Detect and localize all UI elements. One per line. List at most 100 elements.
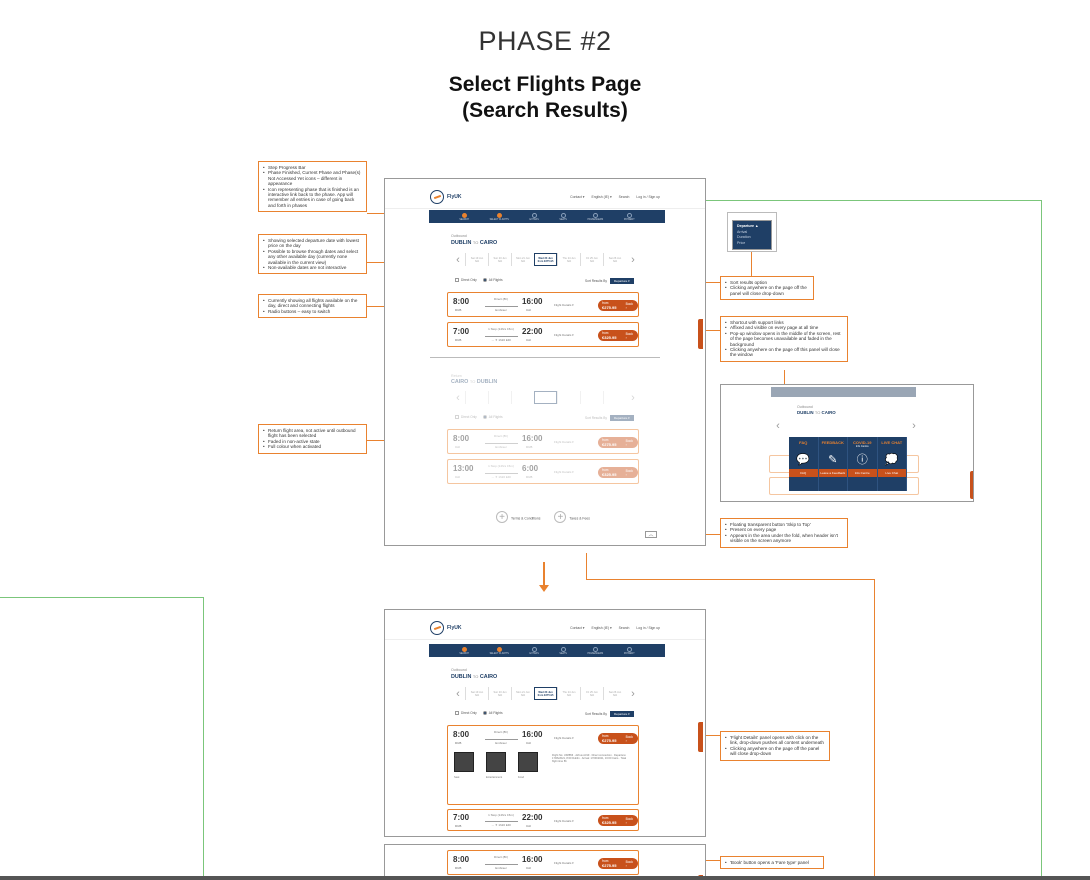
flight-details-link[interactable]: Flight Details ▾ bbox=[554, 333, 574, 337]
support-live-chat[interactable]: LIVE CHAT 💭 Live Chat bbox=[877, 437, 907, 491]
nav-contact[interactable]: Contact ▾ bbox=[570, 194, 585, 199]
date-price: N/A bbox=[589, 259, 595, 263]
support-side-tab[interactable] bbox=[698, 722, 703, 752]
skip-to-top-button[interactable]: ︿ bbox=[645, 531, 657, 538]
flight-via: → ✈ 1h20 EDI bbox=[491, 338, 511, 342]
plus-icon: + bbox=[554, 511, 567, 523]
all-flights-radio[interactable]: All Flights bbox=[482, 278, 503, 283]
note-text: 'Flight Details' panel opens with click … bbox=[725, 735, 825, 746]
dropdown-option[interactable]: Price bbox=[737, 240, 746, 245]
price-book-button[interactable]: from €275.95 Book › bbox=[598, 858, 638, 869]
note-text: Radio buttons – easy to switch bbox=[263, 309, 362, 315]
arrival-airport: CAI bbox=[526, 824, 532, 828]
date-day: Wed 23 Jun bbox=[538, 690, 553, 694]
step-label: EXTRAS bbox=[529, 652, 539, 655]
nav-login[interactable]: Log in / Sign up bbox=[636, 625, 660, 630]
support-faq[interactable]: FAQ 💬 FAQ bbox=[789, 437, 819, 491]
nav-login[interactable]: Log in / Sign up bbox=[636, 194, 660, 199]
date-price: N/A bbox=[474, 259, 480, 263]
price-book-button[interactable]: from €325.95 Book › bbox=[598, 330, 638, 341]
flight-details-link: Flight Details ▾ bbox=[554, 470, 574, 474]
page-title-line2: (Search Results) bbox=[462, 99, 628, 122]
step-label: SEATS bbox=[559, 652, 567, 655]
price-prefix: from bbox=[602, 331, 609, 335]
date-cell bbox=[580, 391, 603, 404]
support-side-tab[interactable] bbox=[970, 471, 973, 499]
price-book-button[interactable]: from €275.95 Book › bbox=[598, 300, 638, 311]
date-day: Fri 25 Jun bbox=[586, 256, 598, 260]
terms-link[interactable]: +Terms & Conditions bbox=[496, 511, 540, 523]
note-text: Clicking anywhere on the page off the pa… bbox=[725, 285, 809, 296]
chevron-left-icon[interactable]: ‹ bbox=[456, 687, 460, 700]
date-price: N/A bbox=[612, 259, 618, 263]
step-dot-icon bbox=[496, 646, 502, 652]
nav-contact[interactable]: Contact ▾ bbox=[570, 625, 585, 630]
all-flights-radio[interactable]: All Flights bbox=[482, 711, 503, 716]
direct-only-checkbox[interactable]: Direct Only bbox=[455, 711, 477, 716]
flight-details-link[interactable]: Flight Details ▾ bbox=[554, 861, 574, 865]
chevron-right-icon[interactable]: › bbox=[631, 253, 635, 266]
route-to: CAIRO bbox=[821, 410, 836, 415]
flight-via: → ✈ 1h20 EDI bbox=[491, 475, 511, 479]
departure-airport: DUB bbox=[455, 308, 462, 312]
route-to: CAIRO bbox=[479, 674, 498, 680]
chevron-left-icon: ‹ bbox=[776, 420, 780, 432]
sort-control: Sort Results By Departure ▾ bbox=[585, 415, 634, 421]
dropdown-option[interactable]: Arrival bbox=[737, 229, 748, 234]
date-price: N/A bbox=[497, 693, 503, 697]
taxes-link[interactable]: +Taxes & Fees bbox=[554, 511, 590, 523]
price-book-button[interactable]: from €275.95 Book › bbox=[598, 733, 638, 744]
book-label: Book › bbox=[625, 734, 633, 743]
note-step-progress: Step Progress Bar Phase Finished, Curren… bbox=[258, 161, 367, 213]
sort-select[interactable]: Departure ▾ bbox=[609, 278, 634, 284]
connector-line bbox=[586, 579, 874, 580]
support-side-tab[interactable] bbox=[698, 319, 703, 349]
nav-search[interactable]: Search bbox=[618, 194, 630, 199]
flight-details-link[interactable]: Flight Details ▾ bbox=[554, 303, 574, 307]
dropdown-option[interactable]: Duration bbox=[737, 235, 751, 239]
flight-card: 8:00 DUB Direct (8h) Embraer 16:00 CAI F… bbox=[447, 850, 639, 875]
outbound-label: Outbound bbox=[451, 668, 467, 672]
step-search[interactable]: SEARCH bbox=[459, 212, 469, 221]
note-text: Pop-up window opens in the middle of the… bbox=[725, 331, 843, 347]
chevron-left-icon[interactable]: ‹ bbox=[456, 253, 460, 266]
support-feedback[interactable]: FEEDBACK ✎ Leave a Feedback bbox=[818, 437, 848, 491]
sort-select[interactable]: Departure ▾ bbox=[609, 711, 634, 717]
nav-search[interactable]: Search bbox=[618, 625, 630, 630]
date-price: N/A bbox=[474, 693, 480, 697]
flight-details-link[interactable]: Flight Details ▾ bbox=[554, 819, 574, 823]
logo-text: FlyUK bbox=[447, 193, 462, 200]
step-dot-icon bbox=[626, 646, 632, 652]
terms-label: Terms & Conditions bbox=[511, 516, 541, 521]
step-progress-bar bbox=[771, 387, 916, 397]
nav-language[interactable]: English (IE) ▾ bbox=[591, 194, 612, 199]
direct-only-checkbox[interactable]: Direct Only bbox=[455, 278, 477, 283]
departure-time: 8:00 bbox=[453, 434, 470, 443]
entertainment-photo bbox=[486, 752, 506, 772]
outbound-label: Outbound bbox=[797, 405, 813, 409]
step-seats: SEATS bbox=[559, 646, 567, 655]
departure-time: 8:00 bbox=[453, 297, 470, 306]
note-text: Sort results option bbox=[725, 280, 809, 286]
arrival-airport: CAI bbox=[526, 338, 532, 342]
date-cell bbox=[603, 391, 626, 404]
flight-details-link[interactable]: Flight Details ▾ bbox=[554, 736, 574, 740]
dropdown-title[interactable]: Departure ▲ bbox=[737, 224, 759, 228]
price-book-button[interactable]: from €325.95 Book › bbox=[598, 815, 638, 826]
support-title: COVID-19 bbox=[853, 440, 872, 445]
route-to: DUBLIN bbox=[476, 379, 498, 385]
chevron-right-icon[interactable]: › bbox=[631, 687, 635, 700]
arrival-airport: CAI bbox=[526, 866, 532, 870]
step-search[interactable]: SEARCH bbox=[459, 646, 469, 655]
nav-language[interactable]: English (IE) ▾ bbox=[591, 625, 612, 630]
live-chat-icon: 💭 bbox=[884, 453, 899, 466]
step-label: PASSENGERS bbox=[587, 652, 604, 655]
flight-duration: Direct (8h) bbox=[493, 855, 508, 859]
wireframe-flight-details: FlyUK Contact ▾ English (IE) ▾ Search Lo… bbox=[384, 609, 706, 837]
